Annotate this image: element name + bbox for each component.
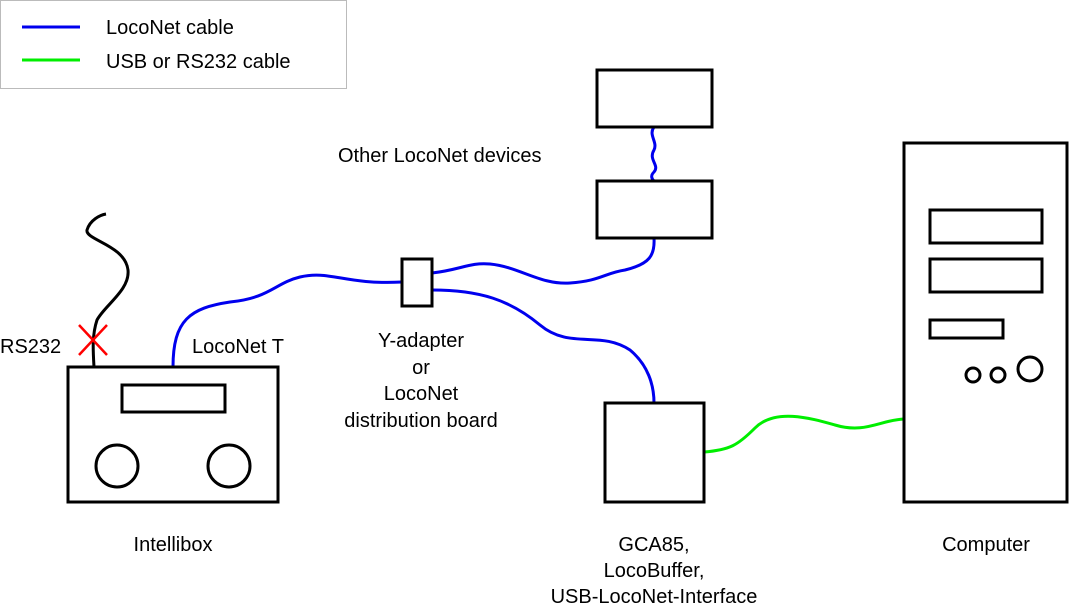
legend-usb-label: USB or RS232 cable [106,51,291,73]
intellibox-knob-right [206,443,252,489]
interface-label-line-2: LocoBuffer, [604,560,705,582]
loconet-t-label: LocoNet T [192,336,284,358]
other-loconet-device-top [595,68,714,129]
interface-label-line-3: USB-LocoNet-Interface [551,586,758,605]
computer-led-2 [989,366,1007,384]
y-adapter-label-line-2: or [412,357,430,379]
rs232-label: RS232 [0,336,61,358]
interface-label-line-1: GCA85, [618,534,689,556]
intellibox-label: Intellibox [134,534,213,556]
computer-led-1 [964,366,982,384]
y-adapter-label-line-3: LocoNet [384,383,459,405]
computer-label: Computer [942,534,1030,556]
y-adapter-device [400,257,434,308]
cross-icon [78,324,108,356]
computer-drive-bay-1 [928,208,1044,245]
computer-drive-bay-2 [928,257,1044,294]
rs232-cable [85,212,130,368]
intellibox-knob-left [94,443,140,489]
y-adapter-label-line-1: Y-adapter [378,330,464,352]
intellibox-device [66,365,280,504]
intellibox-display [120,383,227,414]
computer-floppy-slot [928,318,1005,340]
loconet-cable-between-devices [650,126,658,183]
computer-device [902,141,1069,504]
other-devices-label: Other LocoNet devices [338,145,541,167]
y-adapter-label-line-4: distribution board [344,410,497,432]
legend-loconet-label: LocoNet cable [106,17,234,39]
legend-box [0,0,347,89]
legend: LocoNet cable USB or RS232 cable [0,0,347,89]
loconet-cable-yadapter-to-interface [431,288,656,404]
loconet-cable-intellibox-to-yadapter [171,273,403,368]
usb-cable-interface-to-computer [703,414,905,454]
other-loconet-device-bottom [595,179,714,240]
interface-device [603,401,706,504]
loconet-cable-yadapter-to-devices [431,237,656,285]
computer-power-button [1016,355,1044,383]
